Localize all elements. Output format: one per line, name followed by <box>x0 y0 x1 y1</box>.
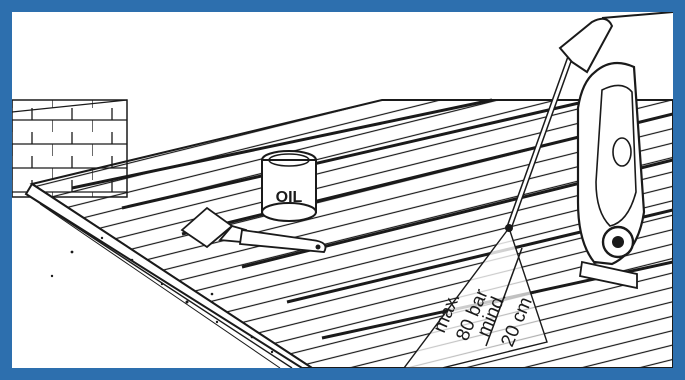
deck-cleaning-illustration: OIL max. 80 bar mind. 20 cm <box>12 12 673 368</box>
oil-can: OIL <box>262 151 316 221</box>
oil-can-label: OIL <box>276 189 303 206</box>
